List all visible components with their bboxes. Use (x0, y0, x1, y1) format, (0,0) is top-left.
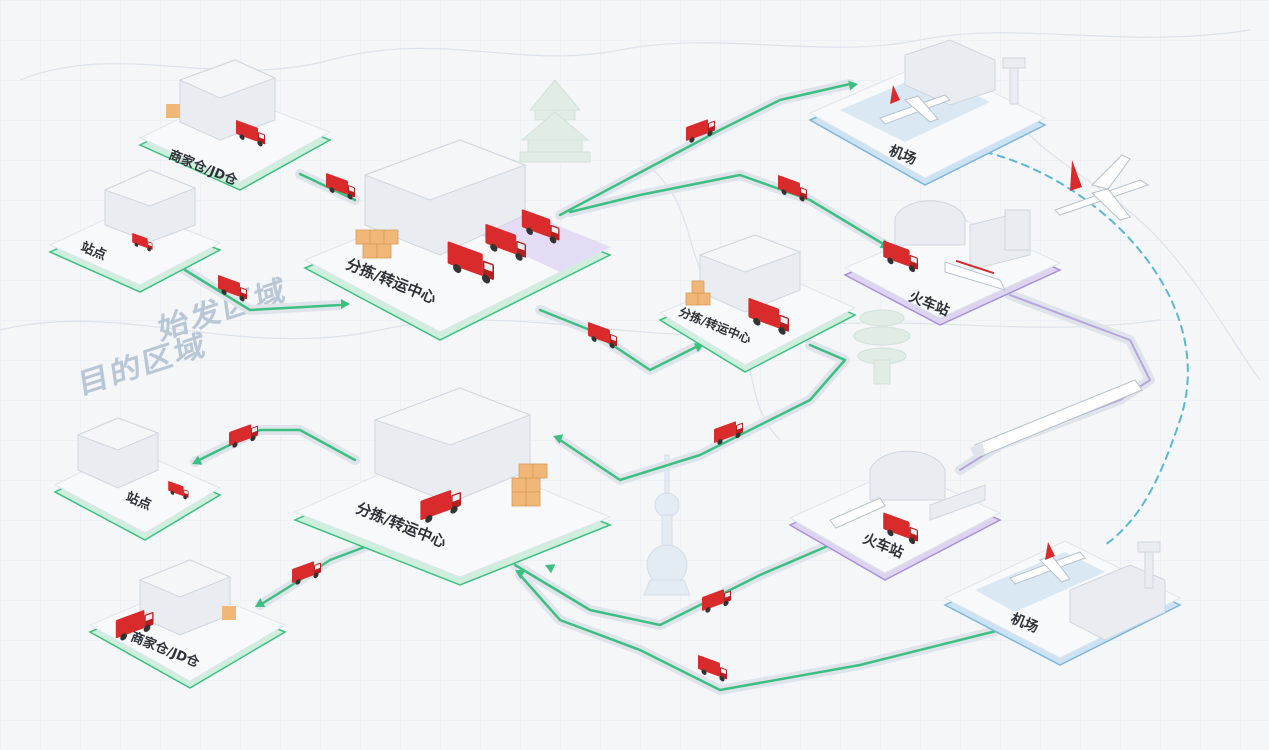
tower-landmark-icon (853, 309, 911, 385)
parcel-stack (511, 463, 548, 507)
terminal-building (904, 39, 1026, 106)
warehouse-icon (363, 139, 527, 256)
route-railway-to-bottom-center (513, 543, 832, 627)
warehouse-icon (178, 59, 277, 141)
warehouse-icon (698, 234, 802, 313)
warehouse-icon (373, 387, 532, 504)
pearl-tower-landmark-icon (643, 454, 691, 596)
train-icon (944, 259, 1006, 291)
node-airport-top[interactable]: 机场 (808, 39, 1047, 186)
node-sorting-center-mid[interactable]: 分拣/转运中心 (658, 234, 857, 373)
node-sorting-center-top[interactable]: 分拣/转运中心 (303, 139, 612, 341)
route-sorting-to-airport (558, 82, 852, 217)
node-station-top[interactable]: 站点 (48, 169, 222, 293)
airplane-icon (1009, 542, 1086, 585)
route-airport-to-bottom-center (518, 573, 1002, 692)
terminal-building (1069, 541, 1166, 641)
node-station-bottom[interactable]: 站点 (53, 417, 222, 541)
node-railway-top[interactable]: 火车站 (843, 200, 1062, 326)
temple-landmark-icon (519, 79, 591, 163)
route-mid-center-to-bottom-center (558, 343, 847, 482)
parcel-stack (685, 280, 711, 306)
warehouse-icon (103, 169, 197, 243)
route-sorting-to-railway (568, 173, 887, 247)
route-station-to-sorting (183, 268, 342, 312)
train-icon (829, 497, 886, 529)
node-airport-bottom[interactable]: 机场 (943, 540, 1182, 666)
station-building (869, 450, 986, 521)
node-sorting-center-bottom[interactable]: 分拣/转运中心 (293, 387, 612, 586)
warehouse-icon (76, 417, 160, 489)
route-sorting-to-mid-center (538, 308, 702, 372)
route-bottom-center-to-station (193, 428, 357, 464)
airplane-icon (1054, 154, 1150, 221)
node-merchant-warehouse-bottom[interactable]: 商家仓/JD仓 (88, 559, 287, 689)
train-icon (970, 379, 1143, 458)
airplane-icon (879, 85, 951, 125)
parcel-stack (355, 229, 399, 259)
station-building (894, 200, 1031, 271)
warehouse-icon (138, 559, 232, 636)
node-railway-bottom[interactable]: 火车站 (788, 450, 1002, 581)
